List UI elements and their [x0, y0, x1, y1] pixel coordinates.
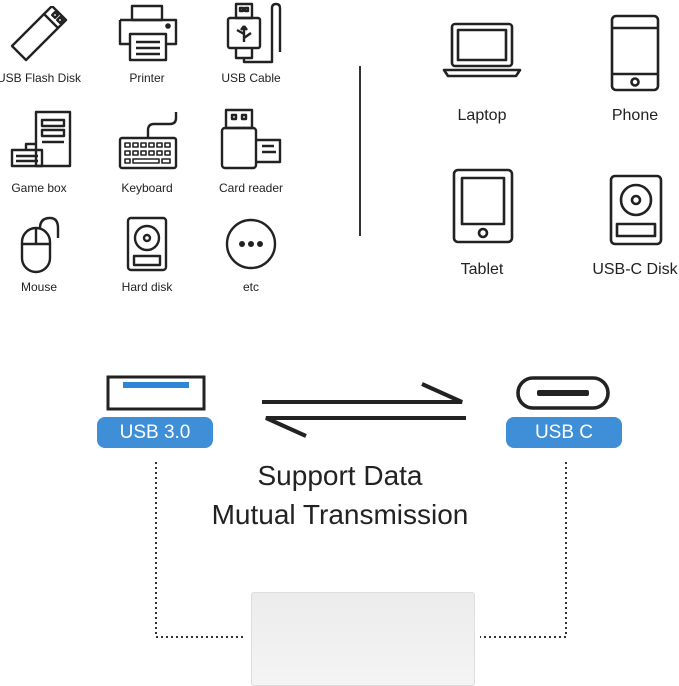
device-label: Tablet	[460, 261, 504, 278]
device-label: USB Flash Disk	[0, 71, 82, 85]
usb-3-0-label: USB 3.0	[97, 417, 213, 448]
usb-c-disk-icon	[609, 174, 663, 246]
device-label: Laptop	[457, 107, 507, 124]
usb-cable-icon	[224, 2, 282, 64]
game-box-icon	[10, 110, 72, 168]
usb-flash-disk-icon	[8, 6, 70, 64]
device-label: USB-C Disk	[592, 261, 678, 278]
usb-a-port-icon	[106, 374, 206, 412]
phone-icon	[610, 14, 660, 94]
usb-c-port-icon	[515, 374, 611, 412]
mouse-icon	[18, 214, 62, 276]
device-label: Card reader	[218, 181, 284, 195]
device-label: Hard disk	[121, 280, 173, 294]
usb-c-label: USB C	[506, 417, 622, 448]
printer-icon	[118, 4, 178, 62]
card-reader-icon	[220, 108, 284, 172]
laptop-icon	[442, 20, 522, 80]
caption-line-2: Mutual Transmission	[211, 499, 469, 530]
tablet-icon	[452, 168, 514, 244]
divider	[359, 66, 361, 236]
caption-line-1: Support Data	[257, 460, 423, 491]
device-label: Game box	[11, 181, 67, 195]
adapter-body	[251, 592, 475, 686]
device-label: Printer	[129, 71, 165, 85]
more-icon	[224, 217, 278, 271]
device-label: Mouse	[20, 280, 58, 294]
device-label: USB Cable	[221, 71, 281, 85]
keyboard-icon	[118, 110, 180, 172]
hard-disk-icon	[126, 216, 168, 272]
device-label: etc	[242, 280, 259, 294]
device-label: Phone	[611, 107, 659, 124]
device-label: Keyboard	[121, 181, 173, 195]
bidirectional-arrows-icon	[258, 380, 470, 440]
